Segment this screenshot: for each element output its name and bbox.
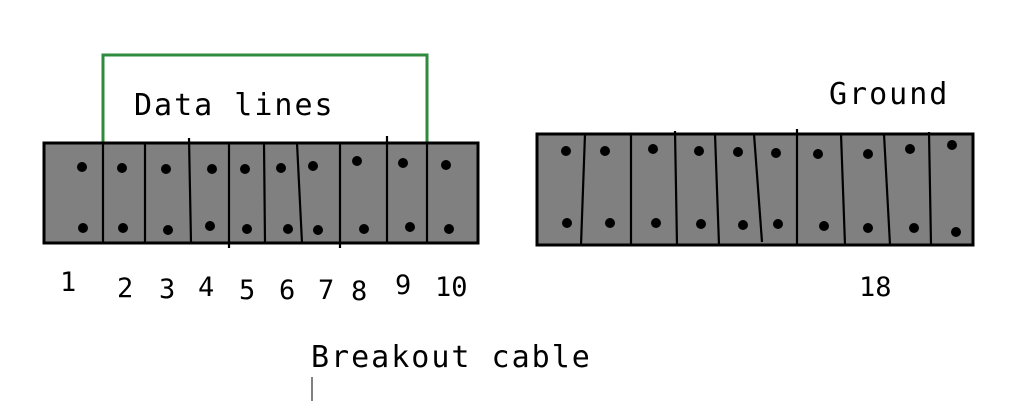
- right-connector: [535, 129, 975, 247]
- pin: [283, 224, 293, 234]
- data-lines-label: Data lines: [134, 88, 335, 123]
- pin: [773, 219, 783, 229]
- pin: [359, 224, 369, 234]
- pin: [117, 163, 127, 173]
- breakout-cable-label: Breakout cable: [311, 340, 592, 375]
- pin: [308, 161, 318, 171]
- pin: [813, 149, 823, 159]
- divider: [927, 131, 933, 246]
- pin: [696, 219, 706, 229]
- pin: [205, 221, 215, 231]
- pin: [313, 225, 323, 235]
- divider: [839, 133, 847, 246]
- pin-number-row: 1 2 3 4 5 6 7 8 9 10 18: [60, 267, 892, 307]
- pin: [605, 218, 615, 228]
- data-lines-bracket: [101, 53, 429, 143]
- pin: [651, 218, 661, 228]
- pin: [694, 146, 704, 156]
- pin-number: 3: [159, 274, 175, 305]
- divider: [713, 133, 721, 246]
- pin-number: 4: [198, 272, 214, 303]
- pin: [276, 163, 286, 173]
- pin: [240, 164, 250, 174]
- left-connector: [42, 136, 480, 248]
- pin: [648, 144, 658, 154]
- divider: [579, 133, 587, 246]
- pin-number: 1: [60, 267, 76, 298]
- pin: [600, 146, 610, 156]
- pin-number: 5: [239, 275, 255, 306]
- divider: [187, 137, 193, 244]
- pin: [242, 224, 252, 234]
- pin: [738, 220, 748, 230]
- pin-number: 10: [435, 272, 468, 303]
- pin: [352, 156, 362, 166]
- divider: [295, 142, 304, 244]
- ground-label: Ground: [829, 77, 949, 112]
- pin: [441, 160, 451, 170]
- divider: [262, 142, 267, 244]
- pin: [161, 164, 171, 174]
- pin-number: 18: [859, 272, 892, 303]
- pin: [207, 164, 217, 174]
- pin-number: 7: [318, 275, 334, 306]
- divider: [882, 133, 892, 246]
- pin: [163, 225, 173, 235]
- pin: [562, 218, 572, 228]
- pin: [863, 149, 873, 159]
- pin: [78, 223, 88, 233]
- pin: [863, 223, 873, 233]
- divider: [673, 130, 679, 246]
- pin: [77, 162, 87, 172]
- pin-number: 6: [279, 275, 295, 306]
- divider: [752, 133, 764, 243]
- pin: [905, 144, 915, 154]
- pin: [118, 223, 128, 233]
- pin: [951, 227, 961, 237]
- pin: [733, 147, 743, 157]
- pin-number: 9: [395, 270, 411, 301]
- pin: [947, 140, 957, 150]
- pin: [909, 223, 919, 233]
- pin: [398, 158, 408, 168]
- pin: [561, 146, 571, 156]
- pin: [819, 221, 829, 231]
- pin: [771, 148, 781, 158]
- pin: [405, 222, 415, 232]
- pin-number: 2: [117, 273, 133, 304]
- pin-number: 8: [351, 276, 367, 307]
- pin: [444, 224, 454, 234]
